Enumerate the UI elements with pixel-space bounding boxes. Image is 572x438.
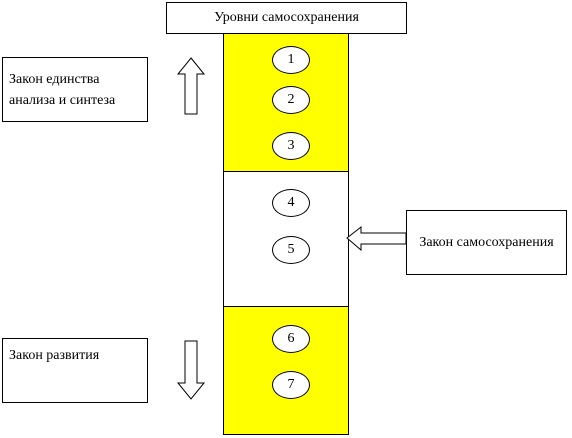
law-unity-analysis-synthesis-box: Закон единства анализа и синтеза: [2, 57, 148, 122]
arrow-left-icon: [346, 225, 407, 252]
law-self-preservation-label: Закон самосохранения: [419, 235, 554, 250]
level-circle-7: 7: [272, 371, 310, 399]
level-circle-2: 2: [272, 86, 310, 114]
arrow-up-icon: [176, 57, 206, 115]
law-unity-analysis-synthesis-label: Закон единства анализа и синтеза: [9, 71, 116, 108]
level-circle-6: 6: [272, 325, 310, 353]
level-circle-1: 1: [272, 46, 310, 74]
arrow-down-icon: [176, 340, 206, 400]
law-development-label: Закон развития: [9, 348, 100, 363]
level-circle-5: 5: [272, 236, 310, 264]
law-self-preservation-box: Закон самосохранения: [406, 210, 567, 275]
law-development-box: Закон развития: [2, 338, 148, 403]
level-circle-3: 3: [272, 132, 310, 160]
diagram-title: Уровни самосохранения: [166, 2, 407, 34]
level-circle-4: 4: [272, 189, 310, 217]
